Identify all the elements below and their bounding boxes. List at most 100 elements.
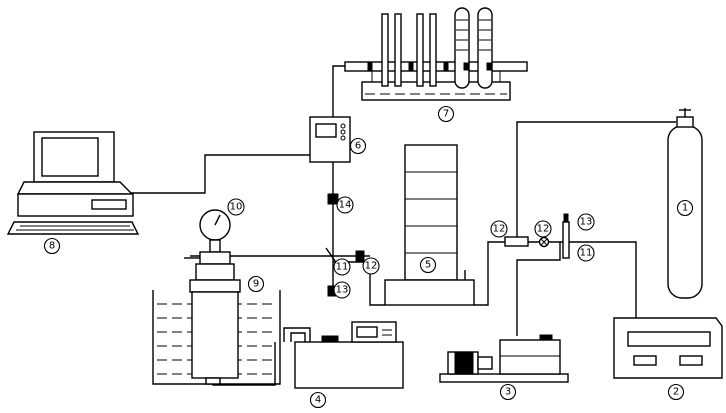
label-valve-bottom: 13	[333, 281, 351, 299]
svg-text:10: 10	[230, 202, 243, 213]
furnace-base	[384, 279, 475, 306]
vacuum-pump	[439, 334, 569, 383]
manometer-tubes	[381, 7, 493, 89]
furnace	[384, 144, 475, 306]
svg-text:12: 12	[537, 224, 550, 235]
label-manometer-rack: 7	[437, 105, 455, 123]
computer	[6, 131, 140, 235]
label-controller: 2	[667, 383, 685, 401]
controller-button	[633, 355, 657, 366]
label-valve-right-low: 12	[534, 220, 552, 238]
circulator	[294, 321, 404, 389]
bath-hose-a	[290, 332, 306, 342]
callouts: 1 2 3 4 5 6 7 8	[43, 105, 694, 409]
pump-handle	[539, 334, 553, 341]
furnace-column	[404, 144, 458, 281]
circulator-motor	[321, 335, 339, 343]
pump-motor-fins	[454, 351, 474, 375]
svg-text:3: 3	[505, 387, 511, 398]
rack-valve	[408, 62, 414, 71]
furnace-out-pipe	[474, 241, 505, 306]
vessel-flange	[189, 279, 241, 293]
svg-text:1: 1	[682, 203, 688, 214]
controller-line	[572, 241, 637, 318]
rack-valve	[463, 62, 469, 71]
bath-hose-b	[283, 327, 311, 342]
svg-text:9: 9	[253, 279, 259, 290]
valve-14	[327, 193, 339, 205]
cylinder-valve	[676, 116, 694, 128]
svg-text:13: 13	[336, 285, 349, 296]
computer-screen	[41, 137, 99, 177]
controller-button	[679, 355, 703, 366]
rack-pipe	[332, 65, 345, 117]
label-transducer-box: 6	[349, 137, 367, 155]
pipes	[118, 65, 676, 386]
circulator-housing	[294, 341, 404, 389]
label-vessel: 9	[247, 275, 265, 293]
label-valve-top: 14	[336, 196, 354, 214]
label-pressure-gauge: 10	[227, 198, 245, 216]
svg-text:5: 5	[425, 260, 431, 271]
transducer-display	[315, 123, 337, 138]
svg-text:8: 8	[49, 241, 55, 252]
label-junction-left: 11	[333, 258, 351, 276]
svg-text:7: 7	[443, 109, 449, 120]
svg-text:4: 4	[315, 395, 321, 406]
rack-valve	[367, 62, 373, 71]
furnace-feed	[333, 261, 385, 306]
transducer-box	[309, 116, 351, 163]
controller-case	[613, 317, 723, 379]
svg-text:2: 2	[673, 387, 679, 398]
label-gas-cylinder: 1	[676, 199, 694, 217]
svg-text:12: 12	[365, 261, 378, 272]
pump-coupling	[477, 356, 493, 370]
label-vacuum-pump: 3	[499, 383, 517, 401]
controller	[613, 317, 723, 379]
manometer-tube	[416, 13, 424, 87]
vessel-head	[195, 263, 235, 281]
manometer-tube	[394, 13, 402, 87]
label-thermostat-bath: 4	[309, 391, 327, 409]
label-valve-mid: 12	[490, 220, 508, 238]
circulator-display	[356, 326, 378, 338]
svg-text:12: 12	[493, 224, 506, 235]
vessel-body	[191, 291, 239, 379]
gauge-needle	[214, 214, 221, 226]
cylinder-line	[516, 121, 676, 238]
valve-12-left	[355, 250, 365, 262]
svg-text:13: 13	[580, 217, 593, 228]
valve-12-mid	[504, 236, 529, 247]
label-junction-right: 11	[577, 244, 595, 262]
pressure-gauge	[199, 209, 231, 253]
label-furnace: 5	[419, 256, 437, 274]
thermostat-bath	[152, 290, 281, 385]
rack-valve	[443, 62, 449, 71]
manometer-tube	[429, 13, 437, 87]
vessel-foot	[205, 377, 221, 385]
label-computer: 8	[43, 237, 61, 255]
computer-keyboard	[6, 221, 140, 235]
manometer-rack	[344, 7, 528, 101]
gauge-stem	[209, 239, 221, 253]
manometer-tube	[381, 13, 389, 87]
pump-base	[439, 373, 569, 383]
valve-13-right	[562, 221, 570, 259]
pump-line	[516, 242, 561, 336]
label-valve-left: 12	[362, 257, 380, 275]
pump-body	[499, 339, 561, 375]
vessel-valve-body	[199, 251, 231, 265]
svg-text:11: 11	[580, 248, 593, 259]
computer-drive	[91, 199, 127, 210]
computer-base	[16, 181, 134, 195]
svg-text:11: 11	[336, 262, 349, 273]
valves	[325, 193, 570, 297]
svg-text:6: 6	[355, 141, 361, 152]
computer-cable	[118, 154, 312, 194]
rack-valve	[486, 62, 492, 71]
label-valve-right-top: 13	[577, 213, 595, 231]
vessel	[184, 251, 241, 293]
svg-text:14: 14	[339, 200, 352, 211]
